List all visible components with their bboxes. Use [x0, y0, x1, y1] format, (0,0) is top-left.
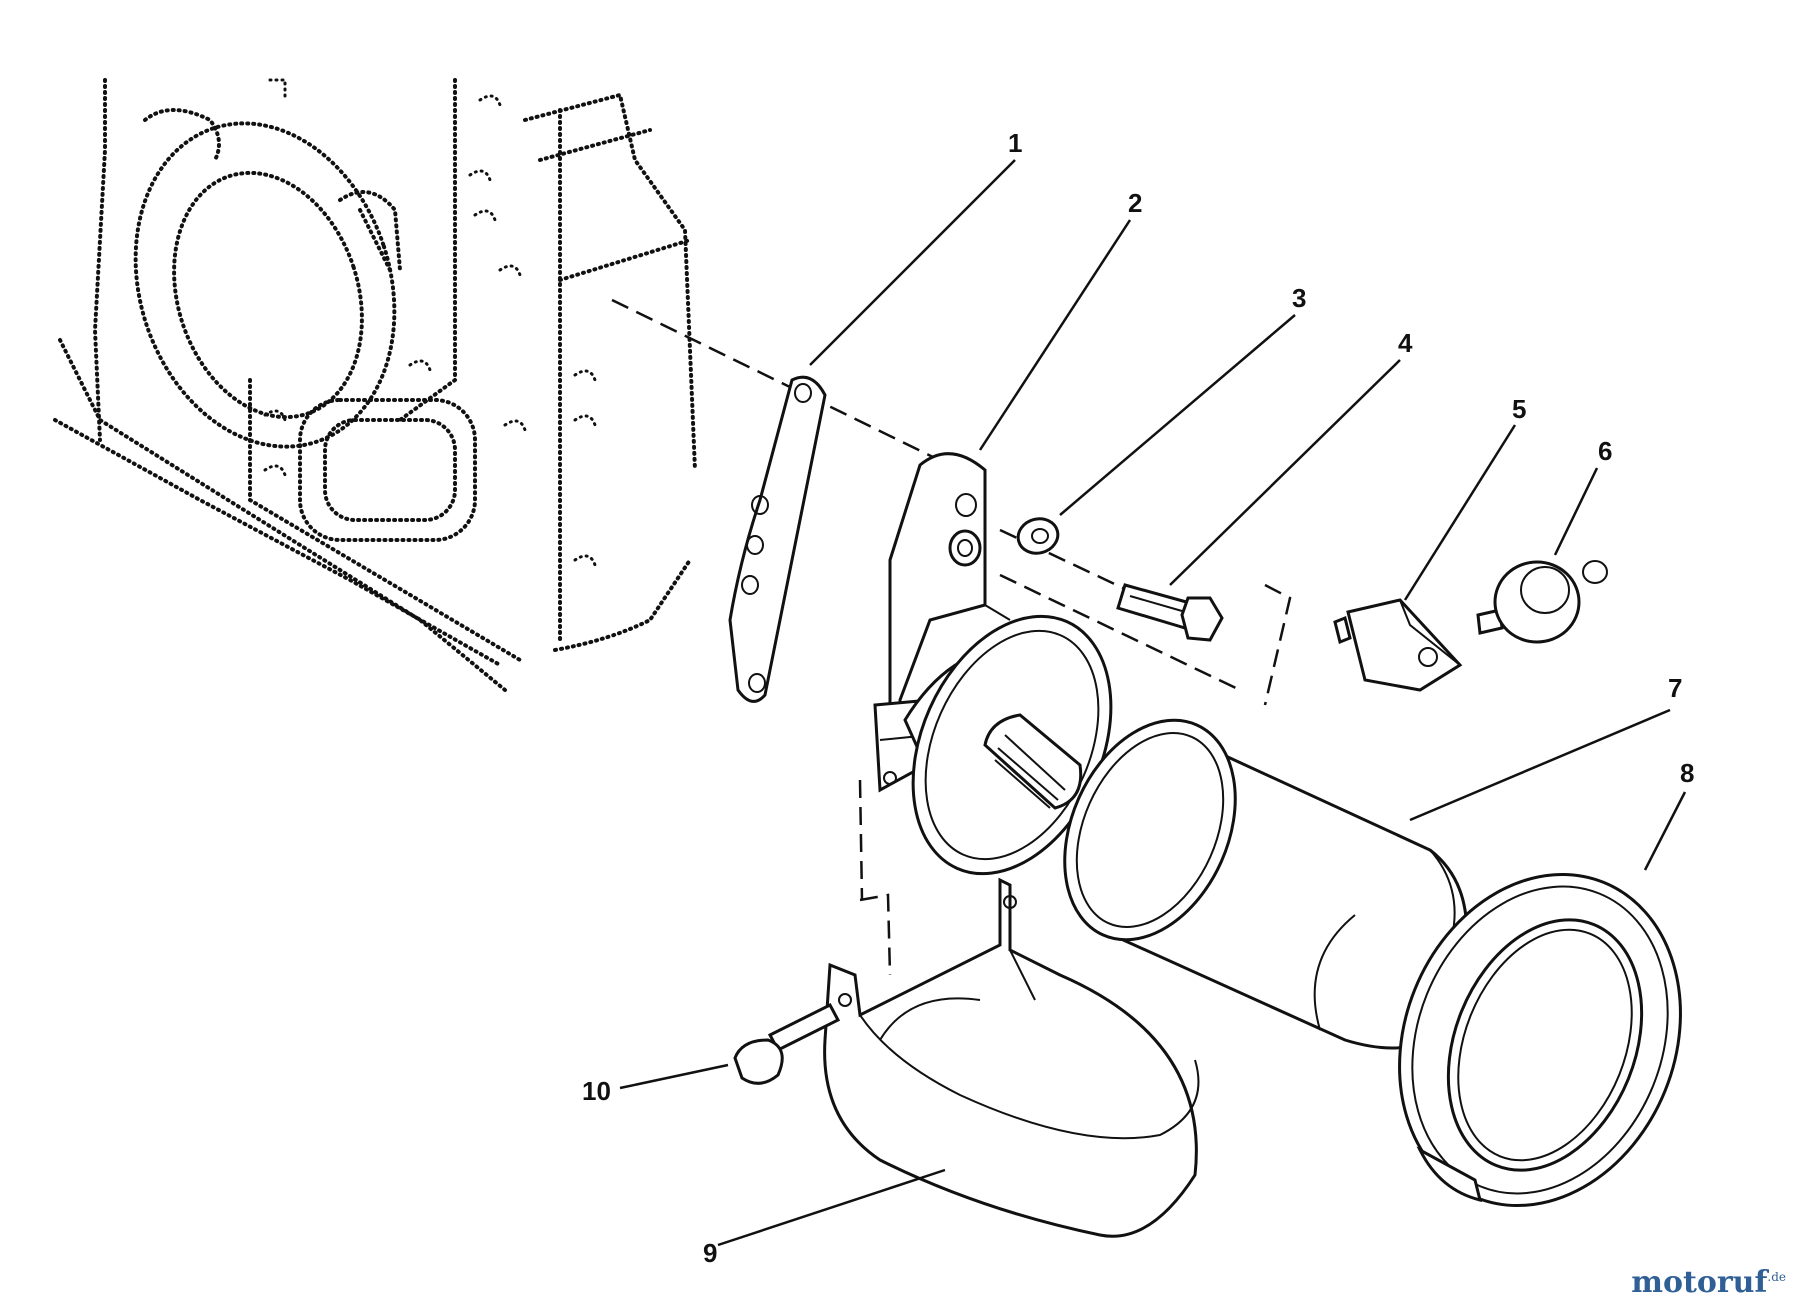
leader-lines: [619, 159, 1687, 1247]
callout-6: 6: [1598, 436, 1612, 466]
callout-1: 1: [1008, 128, 1022, 158]
watermark-logo: motoruf.de: [1631, 1265, 1786, 1300]
callout-3: 3: [1292, 283, 1306, 313]
callout-9: 9: [703, 1238, 717, 1268]
engine-block-phantom: [53, 78, 697, 692]
part-9-heat-shield: [823, 877, 1200, 1238]
callout-2: 2: [1128, 188, 1142, 218]
callout-4: 4: [1398, 328, 1413, 358]
callout-5: 5: [1512, 394, 1526, 424]
callout-8: 8: [1680, 758, 1694, 788]
callout-labels: 1 2 3 4 5 6 7 8 9 10: [582, 128, 1694, 1268]
part-1-mounting-strap: [728, 375, 827, 703]
part-6-fitting: [1476, 560, 1608, 644]
watermark-suffix: .de: [1767, 1270, 1786, 1284]
part-10-screw: [733, 1003, 841, 1085]
callout-10: 10: [582, 1076, 611, 1106]
part-5-terminal-block: [1333, 598, 1463, 692]
part-8-end-ring: [1398, 872, 1682, 1208]
part-3-washer: [1016, 517, 1060, 555]
callout-7: 7: [1668, 673, 1682, 703]
part-4-bolt: [1116, 583, 1224, 642]
watermark-text: motoruf: [1631, 1265, 1768, 1300]
